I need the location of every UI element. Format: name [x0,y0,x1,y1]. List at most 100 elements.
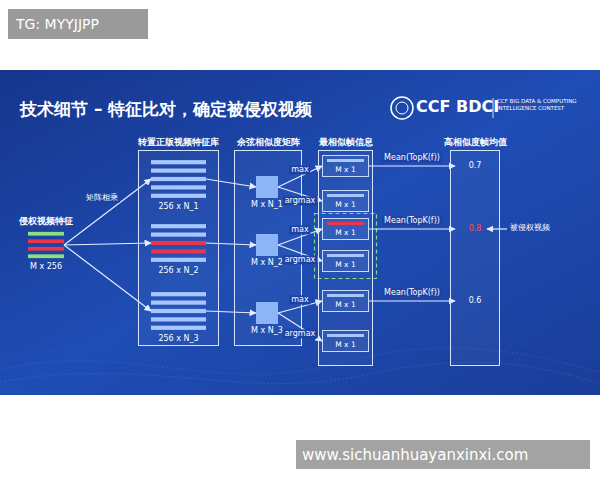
logo-text: CCF BDCI [416,97,499,116]
node-label: M x N_1 [251,200,283,210]
frame-bar [327,159,364,163]
feature-bar [151,169,206,173]
matrix-square: M x N_1 [256,176,278,198]
node-label: M x N_2 [251,258,283,268]
annotation: 被侵权视频 [510,222,550,233]
matrix-square: M x N_2 [256,234,278,256]
node-label: 0.7 [469,161,482,171]
feature-bar [151,233,206,237]
library-box: 转置正版视频特征库256 x N_1256 x N_2256 x N_3 [138,150,219,346]
feature-bar [28,247,64,251]
feature-bars [151,222,206,264]
feature-stack: 256 x N_2 [151,222,206,264]
feature-bar [151,258,206,262]
feature-bar [151,185,206,189]
frame-info-box: 最相似帧信息M x 1M x 1M x 1M x 1M x 1M x 1 [318,150,373,366]
feature-bar [151,301,206,305]
feature-stack: 256 x N_1 [151,158,206,200]
node-label: 256 x N_2 [158,266,198,276]
frame-item: M x 1 [322,330,369,352]
frame-bar [327,194,364,198]
frame-bar [327,194,364,197]
feature-stack: 侵权视频特征M x 256 [28,230,64,260]
edge-label: Mean(TopK(f)) [382,288,442,297]
frame-item: M x 1 [322,250,369,272]
node-label: 0.8 [469,224,482,234]
feature-bar [151,224,206,228]
slide-title: 技术细节 – 特征比对，确定被侵权视频 [20,98,312,121]
matrix-square: M x N_3 [256,302,278,324]
edge-label: Mean(TopK(f)) [382,216,442,225]
logo-emblem [396,102,408,114]
mean-box: 高相似度帧均值0.70.80.6 [450,150,500,366]
node-label: M x 1 [335,165,355,174]
frame-item: M x 1 [322,190,369,212]
logo-emblem [391,97,413,119]
node-label: 256 x N_1 [158,202,198,212]
edge-label: 矩阵相乘 [84,193,120,202]
edge-label: max [289,225,310,234]
node-heading: 余弦相似度矩阵 [237,137,300,148]
node-label: 0.6 [469,296,482,306]
node-heading: 最相似帧信息 [319,137,373,148]
wave-decoration [0,362,600,384]
mean-value: 0.6 [455,294,495,308]
frame-bar [327,222,364,225]
logo-subtitle: CCF BIG DATA & COMPUTING INTELLIGENCE CO… [497,98,595,112]
feature-bar [151,241,206,245]
feature-bar [28,239,64,243]
node-label: M x 1 [335,228,355,237]
feature-bar [151,177,206,181]
mean-value: 0.8 [455,222,495,236]
node-heading: 侵权视频特征 [19,216,73,227]
edge-label: max [289,165,310,174]
feature-bar [28,232,64,236]
connector-arrow [369,165,455,166]
feature-bar [151,249,206,253]
connector-arrow [369,228,455,229]
frame-item: M x 1 [322,218,369,240]
frame-bar [327,222,364,226]
node-label: M x 1 [335,200,355,209]
node-label: M x 1 [335,340,355,349]
frame-bar [327,159,364,162]
feature-stack: 256 x N_3 [151,290,206,332]
frame-bar [327,334,364,338]
mean-value: 0.7 [455,159,495,173]
frame-bar [327,254,364,257]
feature-bar [151,317,206,321]
feature-bar [28,254,64,258]
frame-bar [327,294,364,297]
node-label: M x 1 [335,300,355,309]
node-label: M x 256 [30,262,62,272]
connector-arrow [369,300,455,301]
edge-label: argmax [283,196,318,205]
watermark: www.sichuanhuayanxinxi.com [296,440,590,469]
feature-bar [151,326,206,330]
frame-bar [327,254,364,258]
feature-bar [151,292,206,296]
node-label: M x 1 [335,260,355,269]
frame-item: M x 1 [322,155,369,177]
frame-item: M x 1 [322,290,369,312]
edge-label: argmax [283,255,318,264]
watermark: TG: MYYJJPP [8,9,148,39]
slide-panel [0,70,600,395]
watermark-box [8,9,148,39]
matrix-box: 余弦相似度矩阵M x N_1M x N_2M x N_3 [234,150,302,346]
wave-decoration [0,348,600,374]
feature-bars [28,230,64,260]
frame-bar [327,294,364,298]
node-label: M x N_3 [251,326,283,336]
feature-bars [151,290,206,332]
edge-label: Mean(TopK(f)) [382,153,442,162]
feature-bar [151,194,206,198]
frame-bar [327,334,364,337]
node-label: 256 x N_3 [158,334,198,344]
node-heading: 转置正版视频特征库 [138,137,219,148]
edge-label: max [289,295,310,304]
node-heading: 高相似度帧均值 [444,137,507,148]
watermark-box [296,440,590,469]
feature-bar [151,309,206,313]
edge-label: argmax [283,329,318,338]
